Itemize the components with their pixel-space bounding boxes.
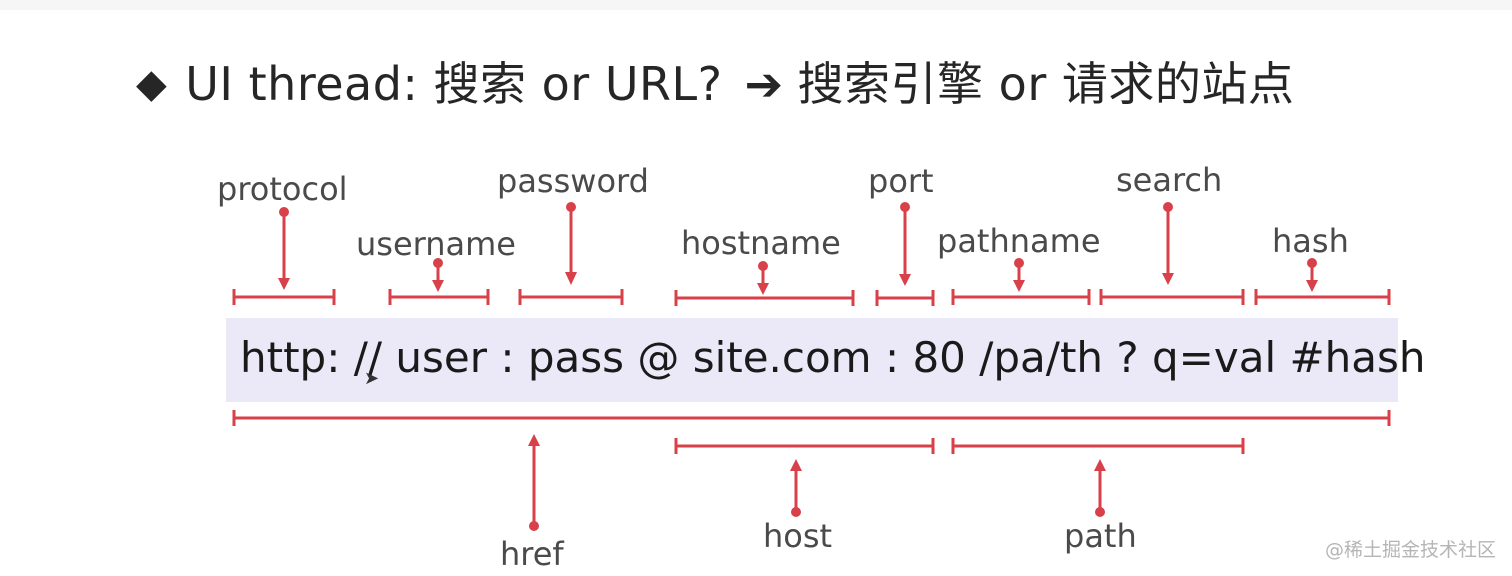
bracket-host — [674, 438, 935, 454]
arrow-hash — [1306, 258, 1318, 292]
slide-title: ◆ UI thread: 搜索 or URL? ➔搜索引擎 or 请求的站点 — [136, 48, 1294, 114]
bracket-port — [875, 290, 935, 306]
label-pathname: pathname — [937, 222, 1101, 260]
label-host: host — [763, 517, 833, 555]
arrow-host — [790, 459, 802, 517]
arrow-search — [1162, 202, 1174, 285]
arrow-path — [1094, 459, 1106, 517]
arrow-username — [432, 258, 444, 292]
bracket-protocol — [232, 289, 336, 305]
arrow-protocol — [278, 207, 290, 290]
arrow-hostname — [757, 261, 769, 295]
title-left: UI thread: 搜索 or URL? — [185, 57, 723, 111]
bracket-username — [388, 289, 490, 305]
bracket-hash — [1254, 289, 1391, 305]
url-text: http: // user : pass @ site.com : 80 /pa… — [240, 333, 1426, 382]
bracket-hostname — [674, 290, 855, 306]
top-band — [0, 0, 1512, 10]
arrow-right-icon: ➔ — [744, 57, 784, 111]
arrow-password — [565, 202, 577, 285]
label-password: password — [497, 162, 649, 200]
label-hash: hash — [1272, 222, 1349, 260]
arrow-port — [899, 202, 911, 286]
bracket-href — [232, 410, 1391, 426]
label-path: path — [1064, 517, 1137, 555]
arrow-pathname — [1013, 258, 1025, 292]
diamond-bullet-icon: ◆ — [136, 61, 168, 107]
mouse-cursor-icon: ➤ — [364, 368, 380, 389]
label-protocol: protocol — [217, 170, 348, 208]
bracket-pathname — [951, 289, 1091, 305]
title-right: 搜索引擎 or 请求的站点 — [797, 57, 1295, 111]
arrow-href — [528, 434, 540, 531]
label-search: search — [1116, 161, 1223, 199]
bracket-path — [951, 438, 1245, 454]
label-href: href — [500, 535, 564, 573]
bracket-password — [518, 289, 624, 305]
url-box — [226, 318, 1398, 402]
bracket-search — [1099, 289, 1245, 305]
label-username: username — [356, 225, 516, 263]
label-port: port — [868, 162, 934, 200]
label-hostname: hostname — [681, 224, 841, 262]
watermark: @稀土掘金技术社区 — [1324, 539, 1496, 561]
